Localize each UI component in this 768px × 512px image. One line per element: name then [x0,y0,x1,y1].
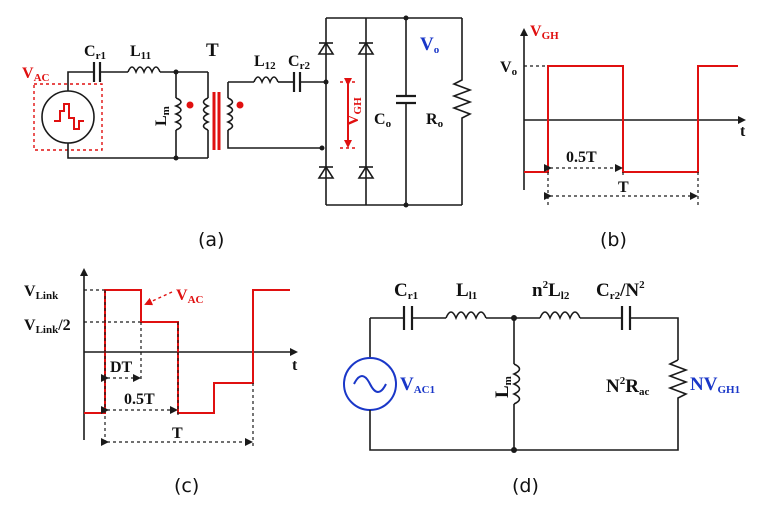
period-label-c: T [172,425,183,442]
caption-c: (c) [174,475,199,497]
panel-a-circuit: VAC Cr1 L11 Lm T [22,15,473,251]
lm-label-d: Lm [492,376,514,398]
t-axis-label-b: t [740,123,746,140]
dt-label: DT [110,359,133,376]
n2l12-inductor [539,311,581,321]
bridge-diode [317,41,335,55]
panel-b-waveform: VGH Vo t 0.5T T (b) [500,23,746,251]
co-label-a: Co [374,111,392,130]
bridge-diode [317,165,335,179]
vgh-label-a: VGH [345,97,364,126]
rac-resistor [667,359,689,406]
lm-label-a: Lm [153,106,172,126]
l12-inductor [253,76,279,85]
l11-label-a: L11 [130,43,151,62]
caption-d: (d) [512,475,539,497]
primary-winding [202,97,210,131]
bridge-diode [357,41,375,55]
l12-label-a: L12 [254,53,276,72]
vgh-axis-label: VGH [530,23,559,42]
vlink-half-level-label: VLink/2 [24,317,71,336]
caption-a: (a) [198,229,224,251]
vlink-level-label: VLink [24,283,59,302]
source-label-a: VAC [22,65,50,84]
lm-inductor-d [512,363,521,405]
polarity-dot-primary [186,101,194,109]
vac-pointer-arrow [144,291,173,306]
ll1-inductor [445,311,487,321]
lm-inductor-a [173,97,182,131]
cr1-label-a: Cr1 [84,43,106,62]
cr1-label-d: Cr1 [394,280,418,302]
vo-level-label-b: Vo [500,59,518,78]
rac-label-d: N2Rac [606,375,649,398]
vo-label-a: Vo [420,34,440,56]
half-period-label-c: 0.5T [124,391,155,408]
n2l12-label-d: n2Ll2 [532,279,570,302]
l11-inductor [127,66,161,75]
sine-icon [353,375,387,393]
transformer-label: T [206,40,219,61]
vac1-label: VAC1 [400,374,435,396]
nvgh1-label: NVGH1 [690,374,740,396]
ll1-label-d: Ll1 [456,280,477,302]
ro-label-a: Ro [426,111,444,130]
panel-c-waveform: VLink VLink/2 VAC t DT 0.5T T (c) [24,268,298,497]
cr2-label-a: Cr2 [288,53,310,72]
vgh-waveform [524,65,738,173]
secondary-winding [226,97,234,131]
half-period-label-b: 0.5T [566,149,597,166]
ro-resistor [451,18,473,205]
t-axis-label-c: t [292,357,298,374]
source-waveform-icon [54,103,84,130]
caption-b: (b) [600,229,627,251]
period-label-b: T [618,179,629,196]
cr2n2-label-d: Cr2/N2 [596,279,645,302]
vac-label-c: VAC [176,287,204,306]
bridge-diode [357,165,375,179]
polarity-dot-secondary [236,101,244,109]
panel-d-equivalent-circuit: Cr1 Ll1 n2Ll2 Cr2/N2 Lm VAC1 N2Rac NVGH1… [343,279,740,497]
